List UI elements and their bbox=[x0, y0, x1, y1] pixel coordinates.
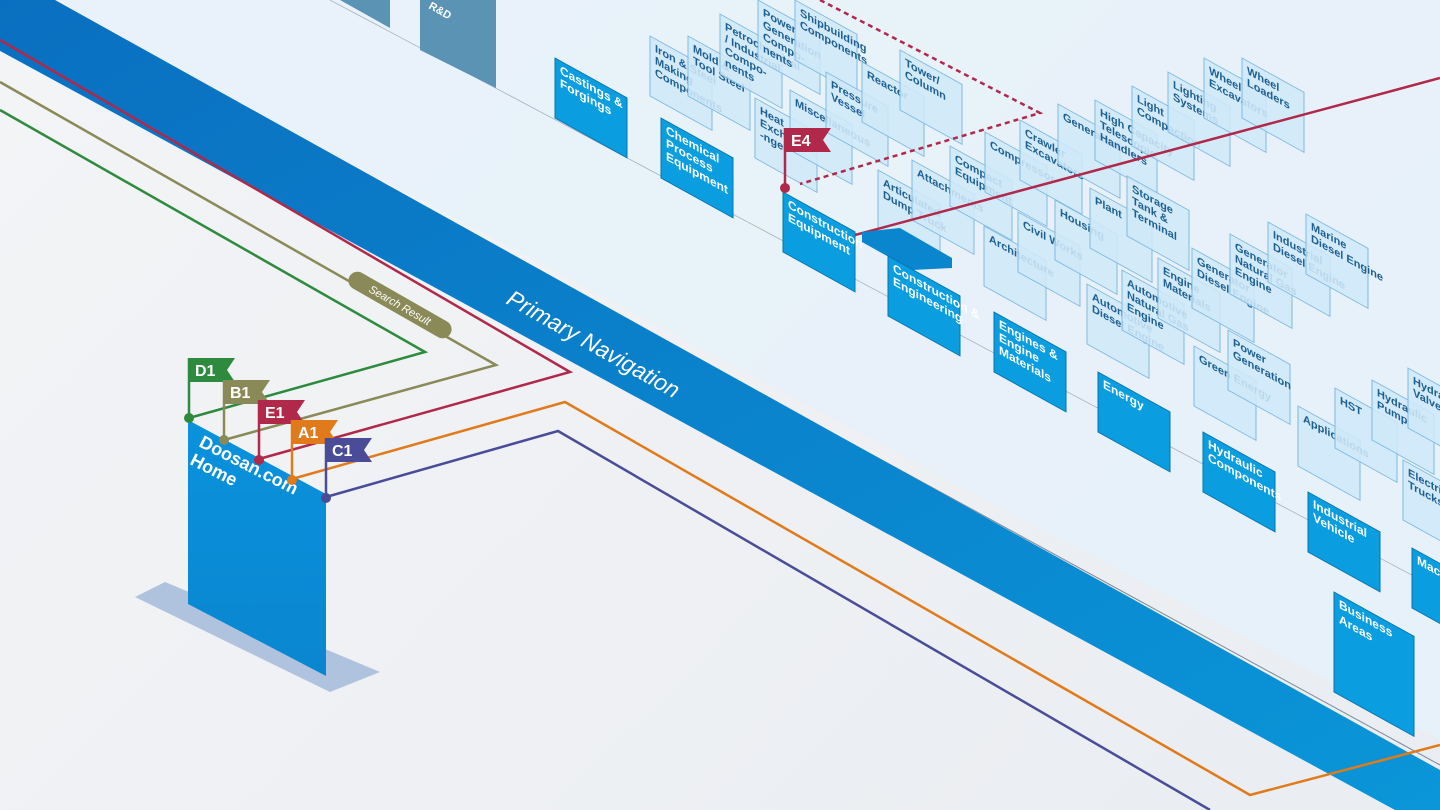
subcategory-card[interactable]: ElectricTrucks bbox=[1402, 459, 1440, 556]
subcategory-card[interactable]: StorageTank &Terminal bbox=[1126, 175, 1190, 272]
route-line-b1 bbox=[0, 80, 500, 442]
subcategory-card[interactable]: Plant bbox=[1089, 187, 1153, 284]
route-line-e4-dashed bbox=[799, 0, 1044, 186]
route-line-a1 bbox=[291, 400, 1440, 797]
category-card[interactable]: Mach bbox=[1411, 547, 1440, 631]
route-flag[interactable]: E1 bbox=[254, 400, 305, 465]
route-flag[interactable]: D1 bbox=[184, 358, 235, 423]
route-line-c1 bbox=[325, 429, 1211, 810]
route-flag-label: E1 bbox=[265, 405, 285, 422]
route-flag-label: E4 bbox=[791, 133, 811, 150]
route-flag-label: A1 bbox=[298, 425, 319, 442]
subcategory-card[interactable]: Tower/Column bbox=[899, 49, 963, 146]
route-flag[interactable]: B1 bbox=[219, 380, 270, 445]
route-flag-label: B1 bbox=[230, 385, 251, 402]
route-flag-label: C1 bbox=[332, 443, 353, 460]
search-result-label: Search Result bbox=[367, 284, 434, 329]
top-partial-block bbox=[420, 0, 496, 88]
route-flag[interactable]: E4 bbox=[780, 128, 831, 193]
route-line-d1 bbox=[0, 108, 429, 420]
route-line-e1 bbox=[0, 38, 574, 461]
route-line-e4 bbox=[854, 76, 1440, 237]
subcategory-card[interactable]: HST bbox=[1334, 387, 1398, 484]
route-flag[interactable]: C1 bbox=[321, 438, 372, 503]
top-partial-block bbox=[340, 0, 390, 28]
route-flag-label: D1 bbox=[195, 363, 216, 380]
category-pedestal bbox=[862, 228, 952, 270]
